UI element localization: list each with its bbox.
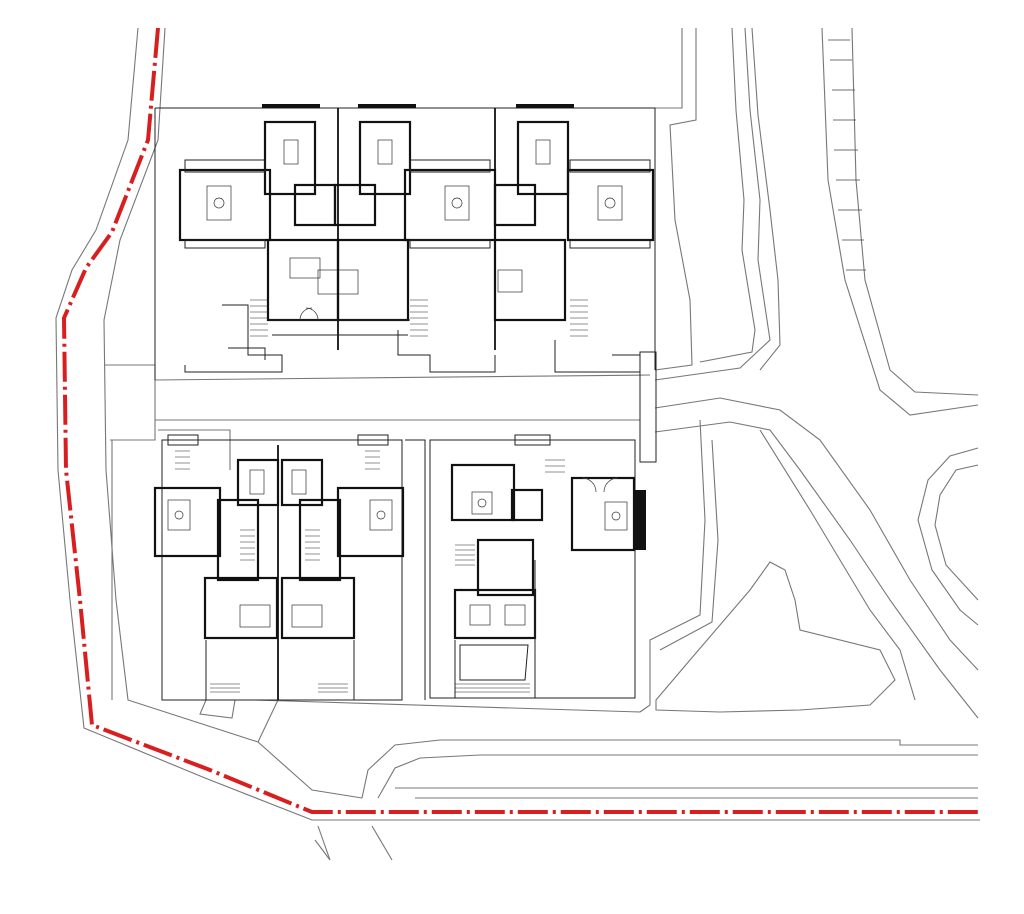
villa-cluster-north — [154, 104, 657, 463]
north-east-parking — [828, 39, 866, 271]
villa-pair-southwest — [153, 434, 426, 701]
villa-unit-southwest-1 — [153, 434, 280, 700]
access-road-network — [104, 27, 979, 799]
villa-single-southeast — [429, 434, 646, 699]
boundary-edge-lines — [55, 27, 980, 861]
villa-unit-southwest-2 — [277, 434, 405, 700]
pond-outline — [655, 561, 896, 713]
villa-unit-north-3 — [493, 108, 657, 463]
property-boundary — [61, 27, 980, 814]
bottom-stub-lines — [314, 839, 331, 861]
